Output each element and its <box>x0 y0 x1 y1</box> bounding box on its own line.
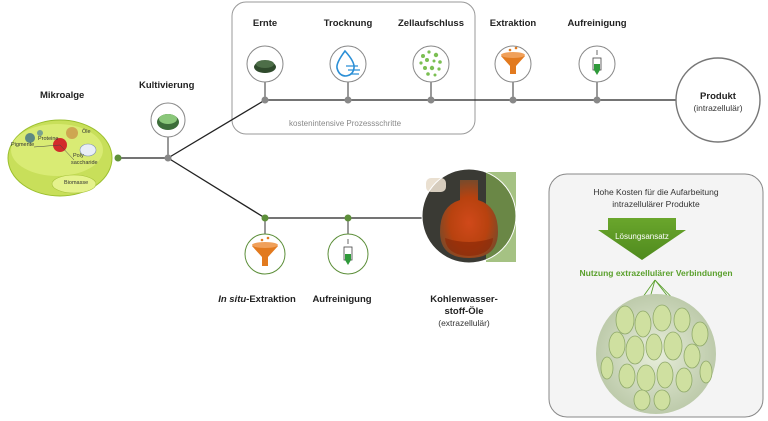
step-label-drying: Trocknung <box>323 18 373 29</box>
flow-lines <box>118 99 676 219</box>
funnel-icon <box>244 233 286 275</box>
upper-nodes <box>261 96 601 104</box>
oil-title-line2: stoff-Öle <box>444 306 484 317</box>
cell-disruption-icon <box>412 45 450 83</box>
oil-flask-image <box>421 168 517 264</box>
start-node <box>114 154 122 162</box>
insitu-italic: In situ <box>218 294 247 305</box>
biomass-label: Biomasse <box>64 180 89 186</box>
panel-heading-line2: intrazellulärer Produkte <box>612 199 700 209</box>
panel-heading-line1: Hohe Kosten für die Aufarbeitung <box>593 187 719 197</box>
product-subtitle: (intrazellulär) <box>693 103 743 113</box>
polysaccharides-label-1: Poly <box>73 153 84 159</box>
step-label-cell-disruption: Zellaufschluss <box>398 18 464 29</box>
solution-arrow-label: Lösungsansatz <box>615 232 669 241</box>
step-label-purification: Aufreinigung <box>567 18 627 29</box>
pigments-label: Pigmente <box>11 142 35 148</box>
process-steps-box <box>231 1 476 135</box>
product-circle <box>675 57 761 143</box>
process-box-caption: kostenintensive Prozessschritte <box>289 119 402 128</box>
polysaccharides-label-2: saccharide <box>71 160 98 166</box>
proteins-label: Proteine <box>38 136 59 142</box>
extraction-icon <box>494 45 532 83</box>
lower-step-label-insitu: In situ-Extraktion <box>218 294 296 305</box>
harvest-icon <box>246 45 284 83</box>
drying-icon <box>329 45 367 83</box>
cultivation-icon <box>150 102 186 138</box>
microalga-cell <box>7 119 113 197</box>
solution-arrow <box>598 218 686 260</box>
insitu-rest: -Extraktion <box>246 294 296 305</box>
solution-text: Nutzung extrazellulärer Verbindungen <box>579 268 733 278</box>
cultivation-label: Kultivierung <box>139 80 195 91</box>
step-label-harvest: Ernte <box>252 18 278 29</box>
oil-title-line1: Kohlenwasser- <box>430 294 498 305</box>
purification-icon <box>578 45 616 83</box>
step-label-extraction: Extraktion <box>489 18 537 29</box>
lower-step-label-purification: Aufreinigung <box>312 294 372 305</box>
microalgae-micrograph <box>596 294 716 414</box>
branch-node <box>164 154 172 162</box>
oil-subtitle: (extrazellulär) <box>438 318 490 328</box>
lower-nodes <box>261 214 352 222</box>
purification-icon-lower <box>327 233 369 275</box>
product-title: Produkt <box>700 91 736 102</box>
panel-heading: Hohe Kosten für die Aufarbeitung intraze… <box>556 186 756 210</box>
oils-label: Öle <box>82 129 91 135</box>
microalga-title: Mikroalge <box>40 90 85 101</box>
